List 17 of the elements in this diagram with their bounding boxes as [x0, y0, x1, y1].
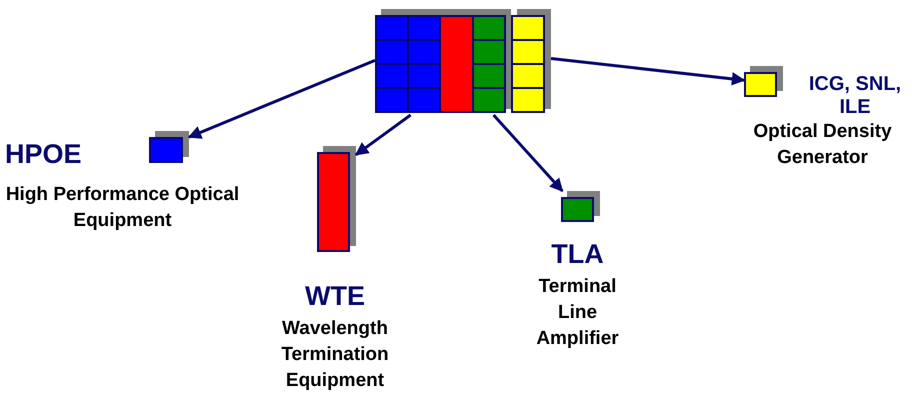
arrow [354, 114, 412, 156]
module-description: Wavelength Termination Equipment [280, 317, 390, 393]
module-box [149, 131, 189, 163]
module-acronym: TLA [551, 238, 604, 270]
arrow [550, 57, 746, 86]
module-acronym: WTE [305, 280, 365, 312]
arrow [492, 114, 564, 192]
module-grid-drawing [375, 9, 551, 115]
module-description: Terminal Line Amplifier [535, 275, 620, 351]
module-acronym: ICG, SNL, ILE [808, 73, 902, 119]
module-bar [317, 146, 356, 252]
module-acronym: HPOE [5, 138, 82, 170]
module-box [744, 66, 783, 97]
module-description: Optical Density Generator [752, 120, 893, 170]
arrow [188, 58, 376, 139]
module-description: High Performance Optical Equipment [5, 183, 240, 233]
module-box [561, 191, 600, 222]
